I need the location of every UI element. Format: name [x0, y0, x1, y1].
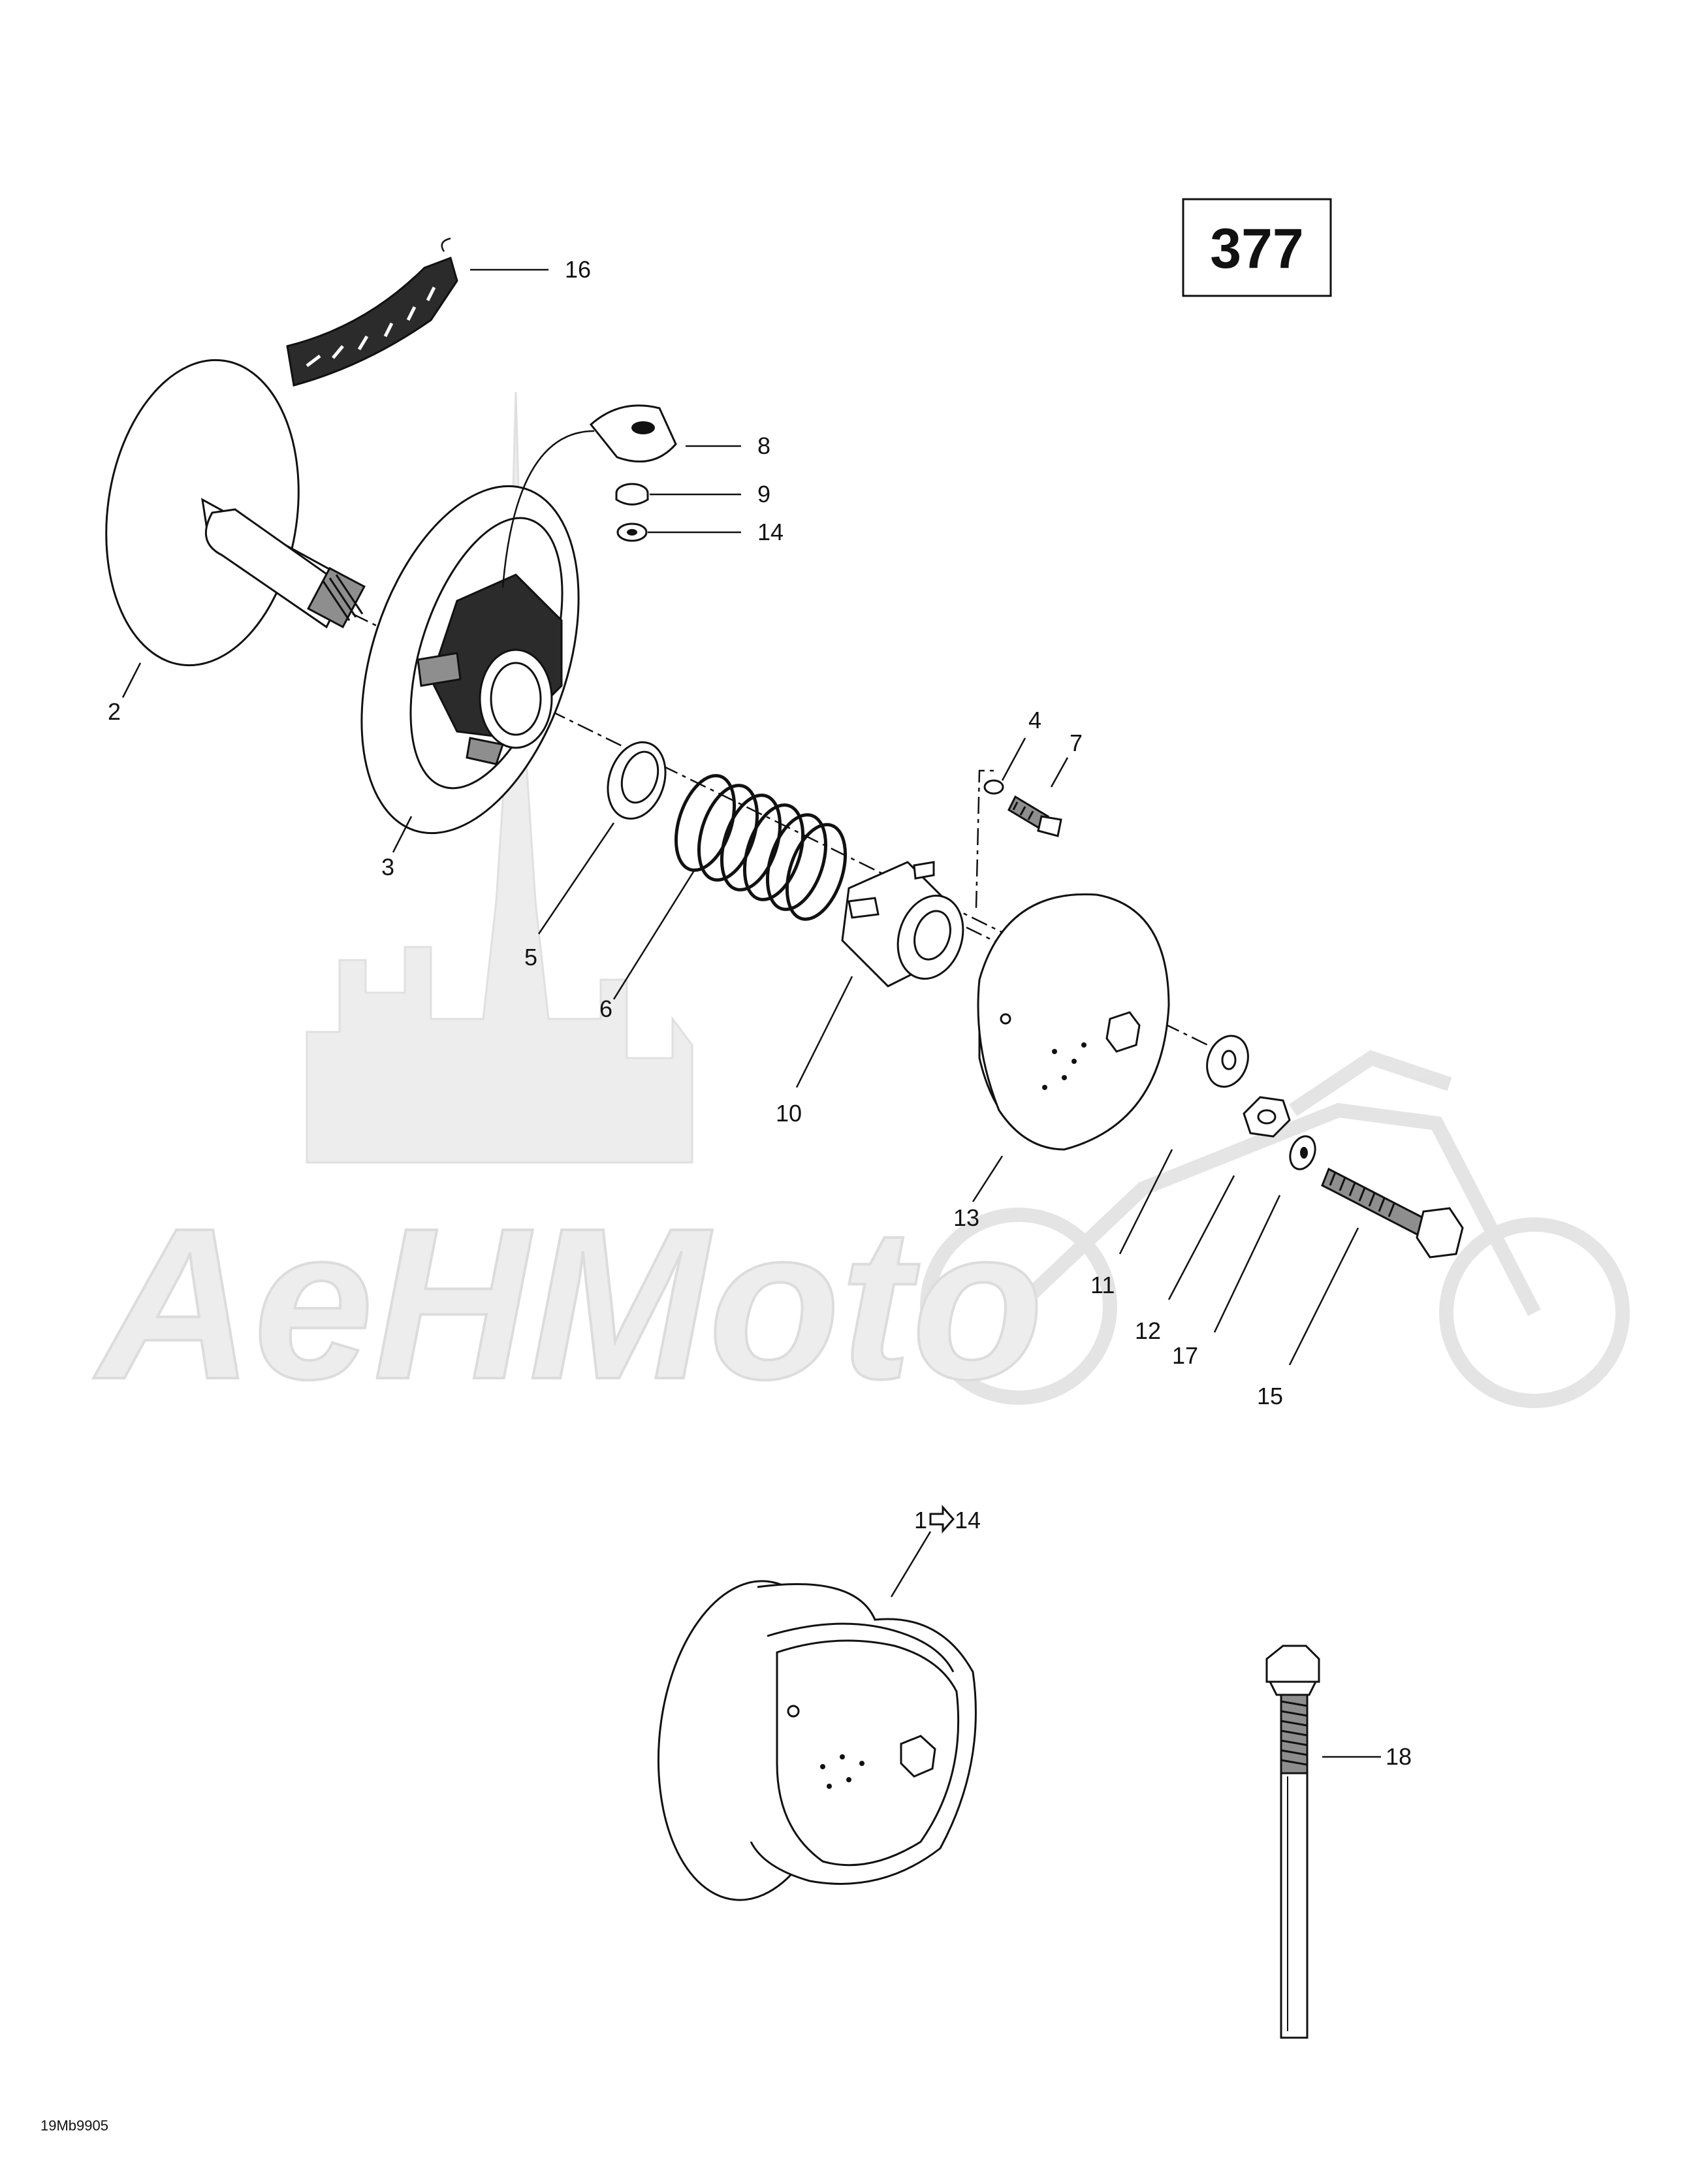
callout-12: 12 [1135, 1317, 1161, 1344]
page-number: 377 [1210, 217, 1304, 280]
watermark-text: AeHMoto [91, 1183, 1043, 1424]
assembly-1-14-complete-pulley [657, 1580, 977, 1901]
part-14-washer [616, 522, 648, 542]
part-3-movable-sheave [360, 485, 580, 835]
callout-7: 7 [1070, 730, 1083, 756]
part-5-retainer [607, 741, 667, 820]
callout-3: 3 [381, 854, 394, 880]
callout-15: 15 [1257, 1383, 1283, 1409]
leader-lines [121, 268, 1381, 1758]
callout-8: 8 [757, 432, 770, 459]
part-4-washer [983, 779, 1004, 795]
part-18-long-bolt [1265, 1645, 1320, 2039]
part-16-friction-strip [286, 237, 458, 387]
part-12-nut [1243, 1096, 1291, 1138]
axis-bolt-drop [975, 769, 999, 908]
part-6-spring [674, 774, 848, 921]
callout-2: 2 [108, 698, 121, 725]
part-8-ramp-cap [501, 404, 677, 588]
callout-14: 14 [757, 519, 784, 545]
reference-code: 19Mb9905 [40, 2117, 108, 2134]
callout-16: 16 [565, 256, 591, 283]
part-15-bolt [1321, 1167, 1464, 1259]
callout-14-range-end: 14 [955, 1507, 981, 1534]
part-17-lockwasher [1289, 1135, 1316, 1170]
callout-4: 4 [1028, 707, 1041, 733]
callout-11: 11 [1090, 1272, 1115, 1298]
page-number-box: 377 [1182, 198, 1332, 297]
callout-10: 10 [776, 1100, 802, 1127]
callout-labels: 16 8 9 14 2 3 4 7 5 6 10 13 11 12 17 15 … [108, 256, 1412, 1770]
part-9-button [615, 483, 649, 506]
callout-6: 6 [599, 995, 612, 1022]
arrow-right-icon [929, 1505, 955, 1534]
part-11-washer [1206, 1035, 1249, 1088]
watermark-motorcycle [920, 1050, 1630, 1408]
callout-13: 13 [953, 1204, 979, 1231]
callout-1-to-14: 1 14 [914, 1505, 981, 1534]
part-10-cam [841, 861, 964, 988]
part-13-cover [977, 893, 1170, 1151]
part-7-screw [1008, 795, 1062, 837]
part-2-fixed-sheave [105, 359, 366, 667]
callout-17: 17 [1172, 1342, 1198, 1369]
callout-5: 5 [524, 944, 537, 971]
watermark: AeHMoto [90, 391, 1630, 1425]
callout-18: 18 [1386, 1743, 1412, 1770]
callout-9: 9 [757, 481, 770, 507]
callout-1: 1 [914, 1507, 927, 1534]
